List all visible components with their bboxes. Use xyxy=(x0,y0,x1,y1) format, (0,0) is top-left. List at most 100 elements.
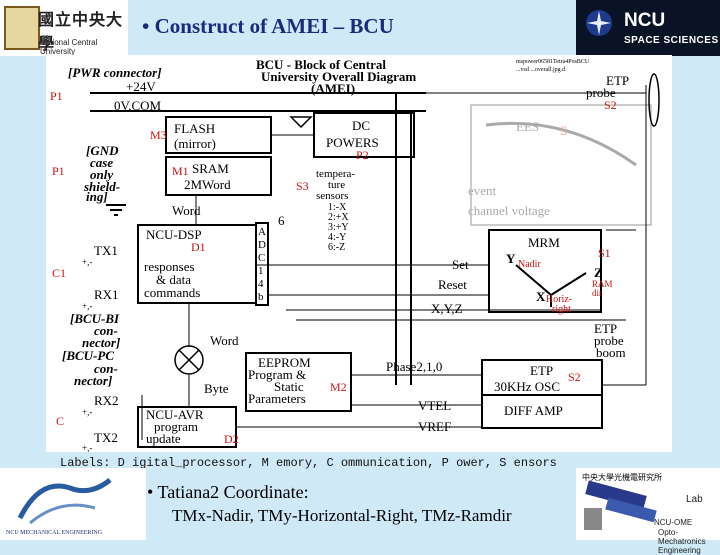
ncu-logo-subtitle: SPACE SCIENCES xyxy=(624,35,719,46)
slide-title: • Construct of AMEI – BCU xyxy=(142,14,394,38)
lab-chinese-name: 中央大學光機電研究所 xyxy=(582,473,662,482)
lab-name: NCU-OME xyxy=(654,518,693,527)
space-sciences-logo: NCU SPACE SCIENCES xyxy=(576,0,720,56)
tag-m2: M2 xyxy=(330,380,347,394)
bcu-pc-3: nector] xyxy=(74,373,112,388)
phase-label: Phase2,1,0 xyxy=(386,359,442,374)
bcu-pc-1: [BCU-PC xyxy=(62,348,114,363)
rx2-label: RX2 xyxy=(94,393,119,408)
gnd-label-3: only xyxy=(90,167,113,182)
ref-note-2: ...vsd ...overall.jpg.d xyxy=(516,67,565,73)
dsp-line-4: commands xyxy=(144,285,200,300)
bcu-block-diagram: BCU - Block of Central University Overal… xyxy=(46,55,672,453)
flash-mirror-label: (mirror) xyxy=(174,136,216,151)
ncu-avr-label-2: program xyxy=(154,419,198,434)
tag-s2-osc: S2 xyxy=(568,370,581,384)
ncu-avr-label-3: update xyxy=(146,431,181,446)
ncu-logo-panel: 國立中央大學 National Central University xyxy=(0,0,128,56)
eeprom-label-3: Static xyxy=(274,379,304,394)
pwr-connector-label: [PWR connector] xyxy=(68,65,162,80)
reset-label: Reset xyxy=(438,277,467,292)
horiz-label-1: Horiz- xyxy=(546,294,572,305)
etp-boom-1: ETP xyxy=(594,321,617,336)
z-axis-label: Z xyxy=(594,265,603,280)
vref-label: VREF xyxy=(418,419,451,434)
temp-sensors-1: tempera- xyxy=(316,168,355,180)
bcu-bi-1: [BCU-BI xyxy=(70,311,120,326)
rx2-polarity: +,- xyxy=(82,407,92,417)
etp-osc-label-2: 30KHz OSC xyxy=(494,379,560,394)
diff-amp-label: DIFF AMP xyxy=(504,403,563,418)
adc-char-2: D xyxy=(258,239,266,251)
heading-line-1: BCU - Block of Central xyxy=(256,57,386,72)
tag-m3: M3 xyxy=(150,128,167,142)
ees-label: EES xyxy=(516,119,539,134)
eeprom-label-1: EEPROM xyxy=(258,355,311,370)
bcu-bi-3: nector] xyxy=(82,335,120,350)
temp-sensor-1: 1:-X xyxy=(328,202,347,213)
flash-label: FLASH xyxy=(174,121,215,136)
gnd-label-1: [GND xyxy=(86,143,119,158)
gnd-label-5: ing] xyxy=(86,189,108,204)
bcu-pc-2: con- xyxy=(94,361,118,376)
tx2-polarity: +,- xyxy=(82,443,92,452)
tag-p2: P2 xyxy=(356,148,369,162)
set-label: Set xyxy=(452,257,469,272)
temp-sensor-3: 3:+Y xyxy=(328,222,349,233)
etp-boom-2: probe xyxy=(594,333,624,348)
ncu-avr-label-1: NCU-AVR xyxy=(146,407,204,422)
tag-s2-probe: S2 xyxy=(604,98,617,112)
etp-probe-1: ETP xyxy=(606,73,629,88)
mech-logo-text: NCU MECHANICAL ENGINEERING xyxy=(6,530,103,536)
word2-label: Word xyxy=(210,333,239,348)
university-seal-icon xyxy=(4,6,40,50)
bcu-bi-2: con- xyxy=(94,323,118,338)
mrm-label: MRM xyxy=(528,235,560,250)
diagram-legend: Labels: D igital_processor, M emory, C o… xyxy=(60,456,557,470)
coordinate-bullet: • Tatiana2 Coordinate: xyxy=(147,482,309,502)
logo-chinese-name: 國立中央大學 xyxy=(38,10,124,53)
sram-size-label: 2MWord xyxy=(184,177,231,192)
ram-dir-label-2: dir xyxy=(592,288,602,298)
tag-d1: D1 xyxy=(191,240,206,254)
ncu-dsp-label: NCU-DSP xyxy=(146,227,202,242)
etp-boom-3: boom xyxy=(596,345,626,360)
temp-sensors-2: ture xyxy=(328,179,345,191)
lab-subtitle: Opto-Mechatronics Engineering xyxy=(658,528,706,555)
adc-char-3: C xyxy=(258,252,265,264)
tx1-label: TX1 xyxy=(94,243,118,258)
tag-s3: S3 xyxy=(296,179,309,193)
etp-osc-label-1: ETP xyxy=(530,363,553,378)
tag-d2: D2 xyxy=(224,432,239,446)
ncu-logo-title: NCU xyxy=(624,10,666,31)
y-axis-label: Y xyxy=(506,251,516,266)
horiz-label-2: right xyxy=(552,304,571,315)
mech-logo-icon: NCU MECHANICAL ENGINEERING xyxy=(6,478,112,536)
ram-dir-label-1: RAM xyxy=(592,279,613,289)
channel-voltage-label: channel voltage xyxy=(468,203,550,218)
ome-lab-logo: 中央大學光機電研究所 Lab NCU-OME Opto-Mechatronics… xyxy=(576,468,720,555)
tag-p1-gnd: P1 xyxy=(52,164,65,178)
heading-line-3: (AMEI) xyxy=(311,81,355,96)
temp-sensor-2: 2:+X xyxy=(328,212,349,223)
dc-powers-label-2: POWERS xyxy=(326,135,379,150)
sram-label: SRAM xyxy=(192,161,229,176)
diagram-canvas: BCU - Block of Central University Overal… xyxy=(50,57,660,453)
v24-label: +24V xyxy=(126,79,156,94)
adc-bits-label: 6 xyxy=(278,213,285,228)
star-icon xyxy=(586,10,612,36)
adc-char-5: 4 xyxy=(258,278,264,290)
tx2-label: TX2 xyxy=(94,430,118,445)
coordinate-description: TMx-Nadir, TMy-Horizontal-Right, TMz-Ram… xyxy=(172,506,512,525)
word-label: Word xyxy=(172,203,201,218)
gnd-label-2: case xyxy=(90,155,113,170)
dsp-line-3: & data xyxy=(156,272,191,287)
logo-english-name: National Central University xyxy=(40,38,98,56)
rx1-label: RX1 xyxy=(94,287,119,302)
eeprom-label-4: Parameters xyxy=(248,391,306,406)
temp-sensor-6: 6:-Z xyxy=(328,242,345,253)
gnd-label-4: shield- xyxy=(83,179,120,194)
adc-char-6: b xyxy=(258,291,264,303)
tag-p1-power: P1 xyxy=(50,89,63,103)
dc-powers-label-1: DC xyxy=(352,118,370,133)
